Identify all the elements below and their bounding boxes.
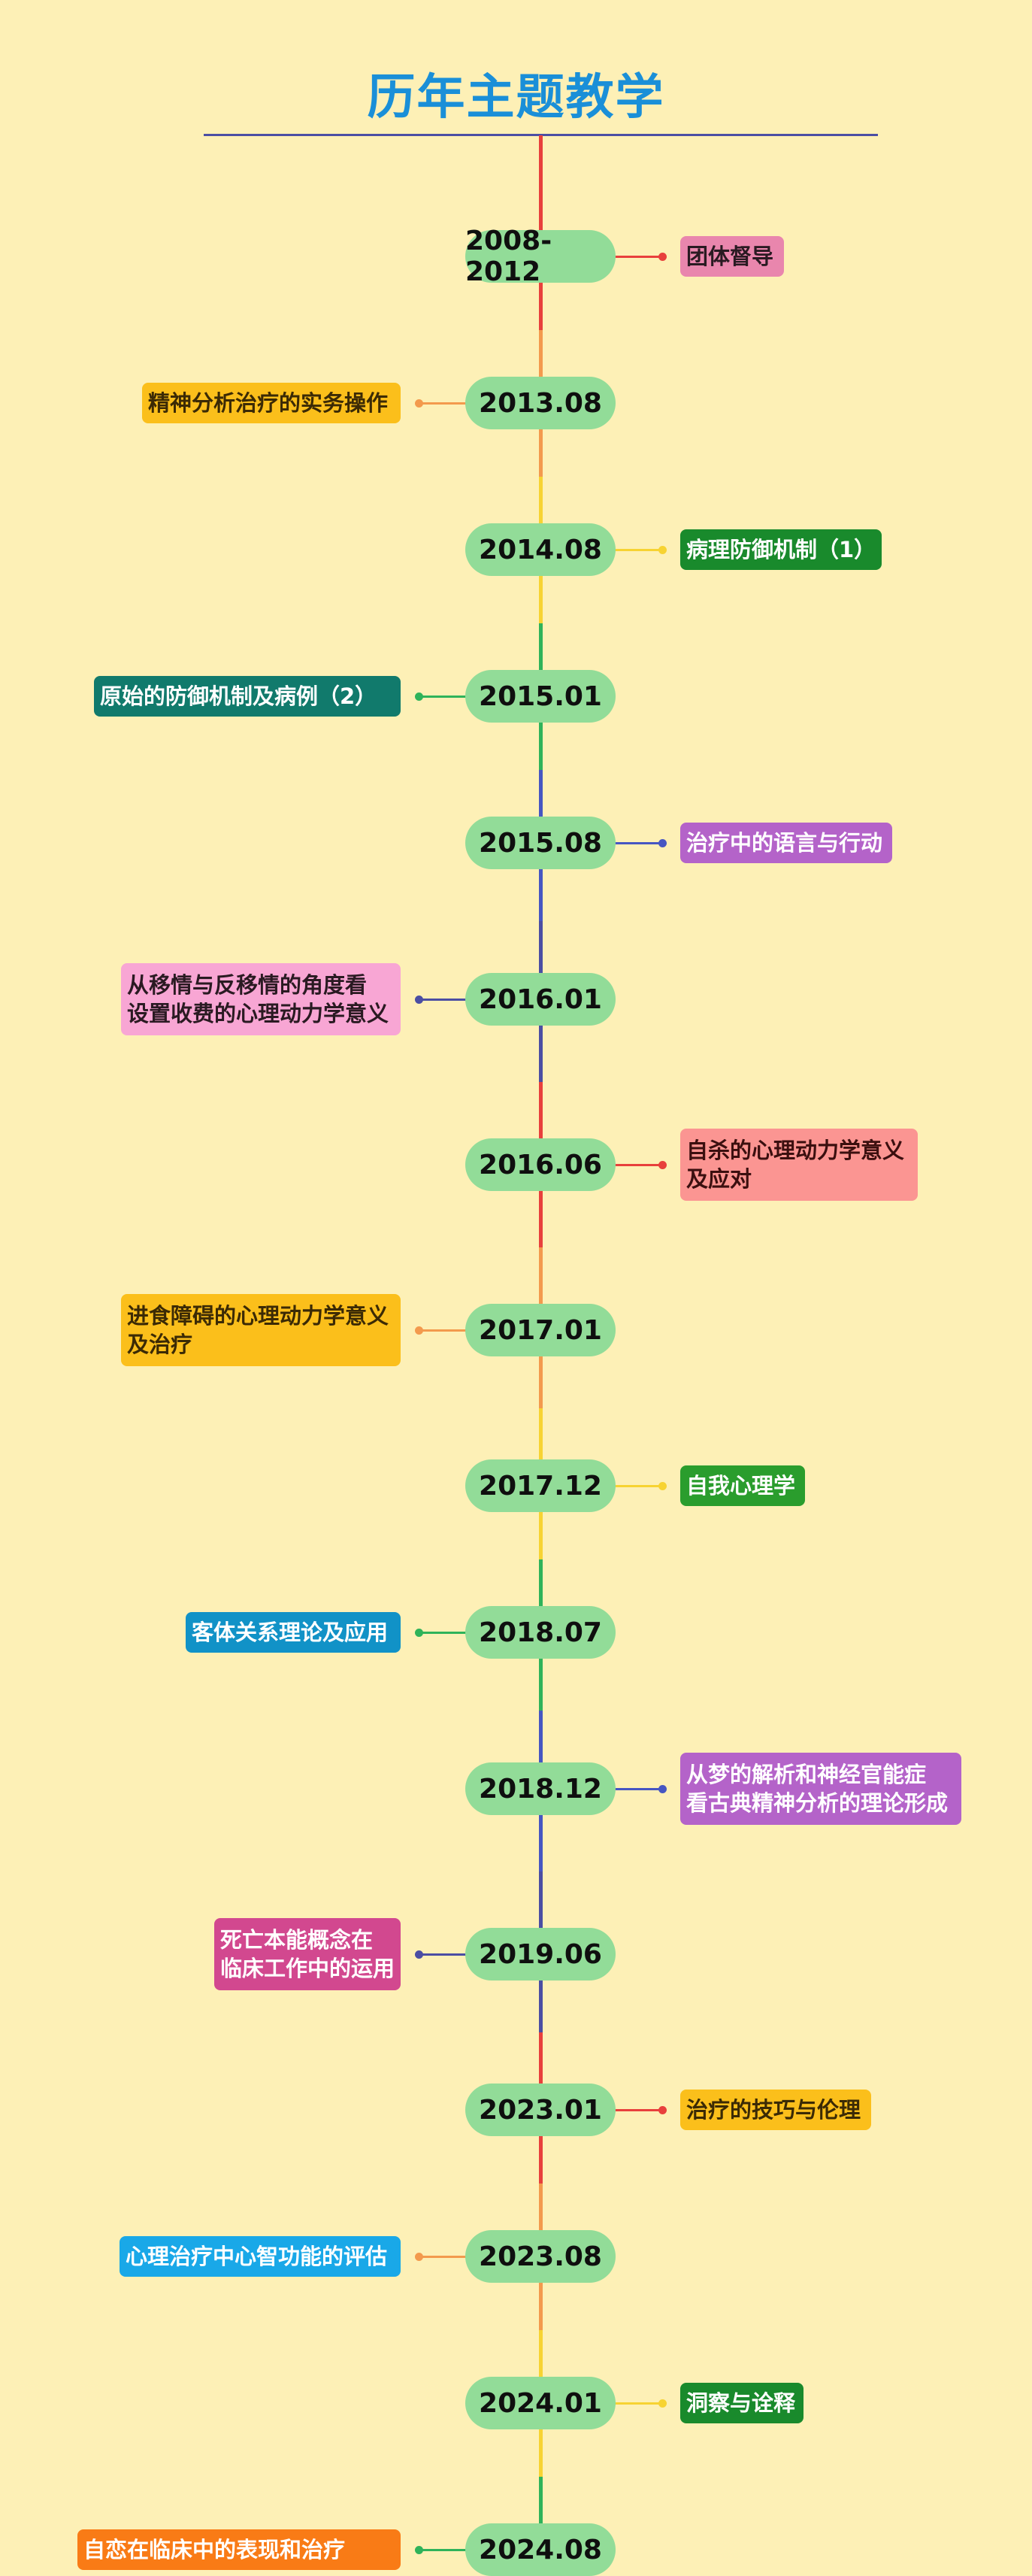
connector-dot <box>658 1785 667 1793</box>
year-pill: 2024.01 <box>465 2377 616 2429</box>
connector-dot <box>658 1161 667 1169</box>
topic-label: 病理防御机制（1） <box>680 529 882 570</box>
year-pill: 2023.08 <box>465 2230 616 2283</box>
topic-line: 治疗的技巧与伦理 <box>686 2097 861 2123</box>
topic-line: 从移情与反移情的角度看 <box>127 972 368 998</box>
topic-label: 从梦的解析和神经官能症看古典精神分析的理论形成 <box>680 1753 961 1825</box>
connector-dot <box>658 839 667 847</box>
year-pill: 2013.08 <box>465 377 616 429</box>
topic-line: 洞察与诠释 <box>686 2390 796 2416</box>
topic-line: 设置收费的心理动力学意义 <box>127 1001 389 1026</box>
topic-line: 死亡本能概念在 <box>220 1927 374 1953</box>
connector-dot <box>658 1482 667 1490</box>
topic-line: 治疗中的语言与行动 <box>686 830 883 856</box>
connector-dot <box>658 2399 667 2408</box>
topic-label: 自我心理学 <box>680 1465 805 1506</box>
topic-line: 及应对 <box>686 1166 752 1192</box>
topic-line: 团体督导 <box>686 244 774 269</box>
topic-label: 心理治疗中心智功能的评估 <box>120 2236 401 2277</box>
year-pill: 2018.12 <box>465 1762 616 1815</box>
topic-label: 治疗中的语言与行动 <box>680 823 892 863</box>
year-pill: 2019.06 <box>465 1928 616 1980</box>
connector-dot <box>415 399 423 408</box>
year-pill: 2016.01 <box>465 973 616 1026</box>
year-pill: 2014.08 <box>465 523 616 576</box>
topic-line: 进食障碍的心理动力学意义 <box>127 1303 389 1329</box>
connector-dot <box>415 1326 423 1335</box>
topic-line: 原始的防御机制及病例（2） <box>100 683 377 709</box>
topic-line: 自我心理学 <box>686 1473 796 1499</box>
topic-line: 自杀的心理动力学意义 <box>686 1138 905 1163</box>
topic-label: 洞察与诠释 <box>680 2383 804 2423</box>
connector-dot <box>415 692 423 701</box>
topic-label: 团体督导 <box>680 236 784 277</box>
connector-dot <box>415 996 423 1004</box>
topic-label: 进食障碍的心理动力学意义及治疗 <box>121 1294 401 1366</box>
topic-line: 看古典精神分析的理论形成 <box>686 1790 949 1816</box>
topic-line: 从梦的解析和神经官能症 <box>686 1762 927 1787</box>
topic-line: 客体关系理论及应用 <box>192 1620 389 1645</box>
year-pill: 2015.08 <box>465 817 616 869</box>
topic-label: 原始的防御机制及病例（2） <box>94 676 401 717</box>
page-title: 历年主题教学 <box>367 70 665 126</box>
year-pill: 2017.01 <box>465 1304 616 1356</box>
topic-line: 自恋在临床中的表现和治疗 <box>83 2537 346 2562</box>
topic-label: 死亡本能概念在临床工作中的运用 <box>214 1918 401 1990</box>
year-pill: 2008-2012 <box>465 226 616 287</box>
topic-label: 自杀的心理动力学意义及应对 <box>680 1129 918 1201</box>
topic-label: 治疗的技巧与伦理 <box>680 2090 871 2130</box>
connector-dot <box>658 2106 667 2114</box>
connector-dot <box>658 546 667 554</box>
year-pill: 2017.12 <box>465 1459 616 1512</box>
topic-label: 精神分析治疗的实务操作 <box>142 383 401 423</box>
connector-dot <box>415 1629 423 1637</box>
topic-label: 客体关系理论及应用 <box>186 1612 401 1653</box>
topic-line: 临床工作中的运用 <box>220 1956 395 1981</box>
year-pill: 2015.01 <box>465 670 616 723</box>
topic-line: 心理治疗中心智功能的评估 <box>126 2244 388 2269</box>
connector-dot <box>415 2253 423 2261</box>
topic-label: 自恋在临床中的表现和治疗 <box>77 2529 401 2570</box>
connector-dot <box>415 2546 423 2554</box>
year-pill: 2018.07 <box>465 1606 616 1659</box>
year-pill: 2016.06 <box>465 1138 616 1191</box>
topic-label: 从移情与反移情的角度看设置收费的心理动力学意义 <box>121 963 401 1035</box>
year-pill: 2024.08 <box>465 2523 616 2576</box>
topic-line: 病理防御机制（1） <box>686 537 876 562</box>
title-divider <box>204 134 878 136</box>
topic-line: 精神分析治疗的实务操作 <box>148 390 389 416</box>
connector-dot <box>415 1950 423 1959</box>
connector-dot <box>658 253 667 261</box>
topic-line: 及治疗 <box>127 1332 193 1357</box>
year-pill: 2023.01 <box>465 2084 616 2136</box>
